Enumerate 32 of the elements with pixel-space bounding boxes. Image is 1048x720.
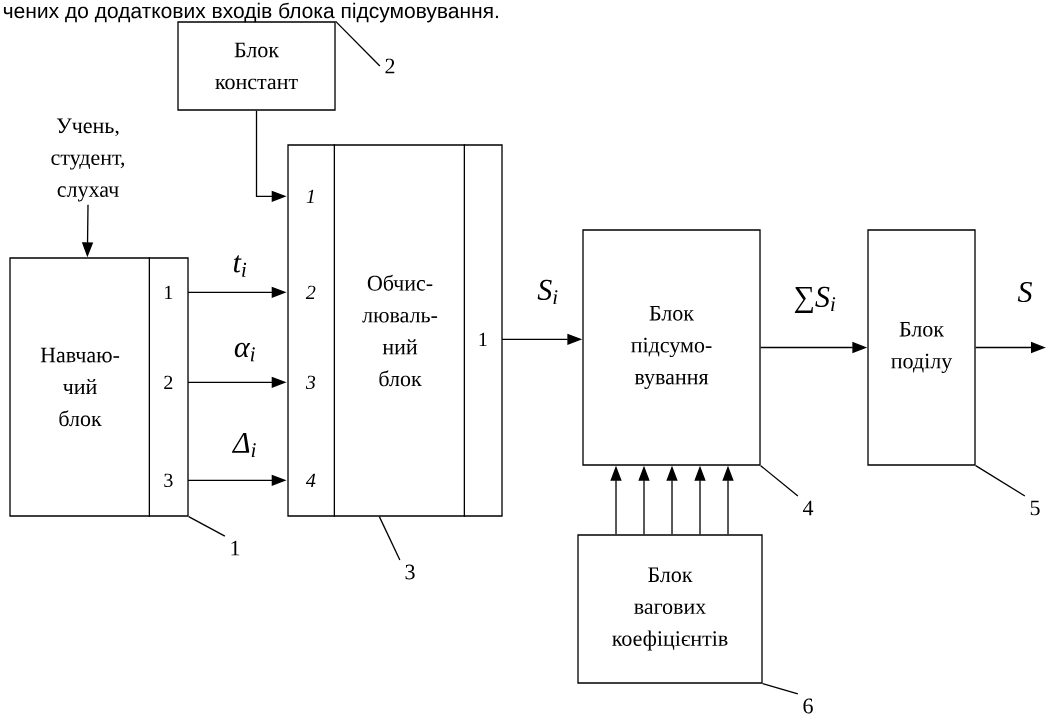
callout-number: 1 (231, 540, 240, 556)
leader-line (760, 465, 799, 497)
block-box: Блок поділу (867, 229, 976, 466)
block-box: Блок вагових коефіцієнтів (577, 534, 763, 684)
input-text: Учень, студент, слухач (51, 118, 125, 202)
block-box: Блок констант (177, 21, 336, 111)
callout-number: 2 (385, 58, 395, 74)
edge-label: S$_{i}$ (535, 278, 561, 306)
port-number: 1 (479, 332, 487, 346)
edge-label: t$_{i}$ (231, 254, 249, 278)
leader-line (188, 516, 226, 537)
port-number: 4 (305, 473, 316, 487)
port-number: 1 (306, 189, 314, 203)
edge-label: ∑S$_{i}$ (792, 285, 838, 315)
edge-label: α$_{i}$ (232, 341, 258, 363)
callout-number: 6 (803, 698, 813, 714)
port-number: 2 (164, 375, 173, 389)
leader-line (762, 683, 799, 695)
leader-line (975, 465, 1026, 497)
leader-line (335, 20, 381, 67)
callout-number: 5 (1030, 500, 1040, 516)
port-number: 2 (305, 285, 316, 299)
leader-line (378, 516, 401, 561)
block-box: Блок підсумо- вування (582, 229, 761, 466)
edge-label: Δ$_{i}$ (231, 431, 259, 459)
callout-number: 3 (405, 564, 415, 580)
port-number: 3 (164, 473, 173, 488)
port-number: 3 (305, 375, 316, 390)
port-number: 1 (165, 285, 173, 299)
callout-number: 4 (802, 500, 814, 516)
edge-label: S (1016, 280, 1034, 304)
text-line: чених до додаткових входів блока підсумовування. (3, 2, 498, 23)
